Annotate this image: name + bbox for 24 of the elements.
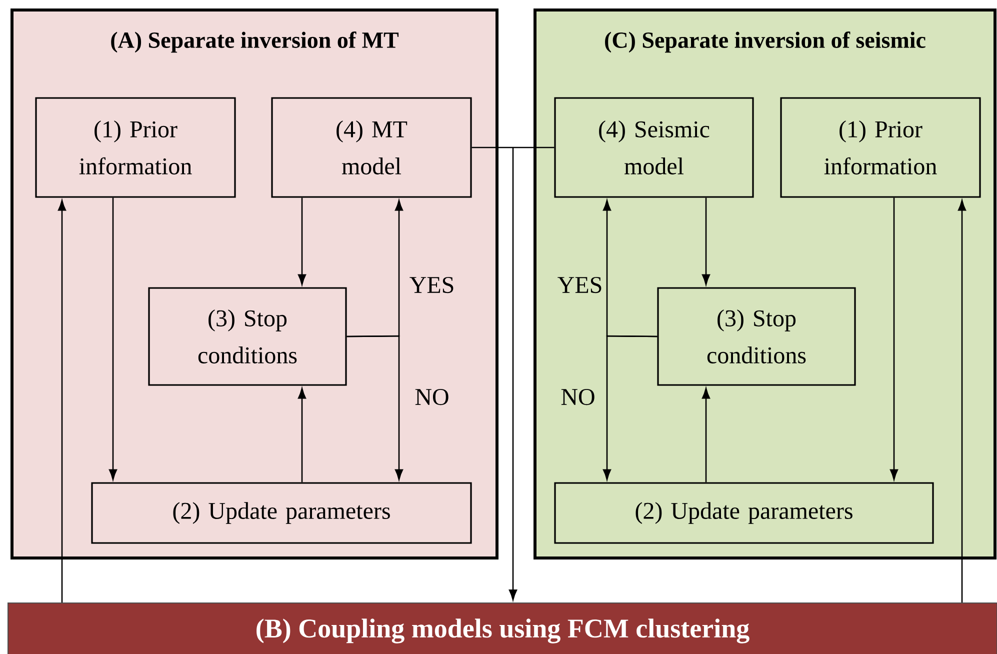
arrow	[471, 146, 555, 600]
process-box: (1) Prior information	[780, 97, 981, 198]
arrow	[298, 388, 306, 482]
edge-label: YES	[556, 276, 604, 294]
arrow	[890, 198, 898, 480]
arrow	[58, 200, 66, 602]
arrow	[298, 198, 306, 285]
arrow	[958, 200, 966, 602]
process-box: (4) MT model	[271, 97, 472, 198]
process-box: (4) Seismic model	[554, 97, 754, 198]
process-box: (3) Stop conditions	[148, 287, 347, 386]
process-box: (1) Prior information	[35, 97, 236, 198]
arrow	[602, 335, 658, 480]
arrow	[702, 198, 710, 285]
arrow	[108, 198, 118, 480]
process-box: (2) Update parameters	[91, 482, 472, 544]
edge-label: NO	[560, 388, 596, 406]
arrow	[702, 388, 710, 482]
banner-bar: (B) Coupling models using FCM clustering	[8, 602, 997, 654]
process-box: (3) Stop conditions	[657, 287, 856, 386]
edge-label: NO	[414, 388, 450, 406]
process-box: (2) Update parameters	[554, 482, 934, 544]
arrow	[346, 335, 404, 480]
edge-label: YES	[408, 276, 456, 294]
